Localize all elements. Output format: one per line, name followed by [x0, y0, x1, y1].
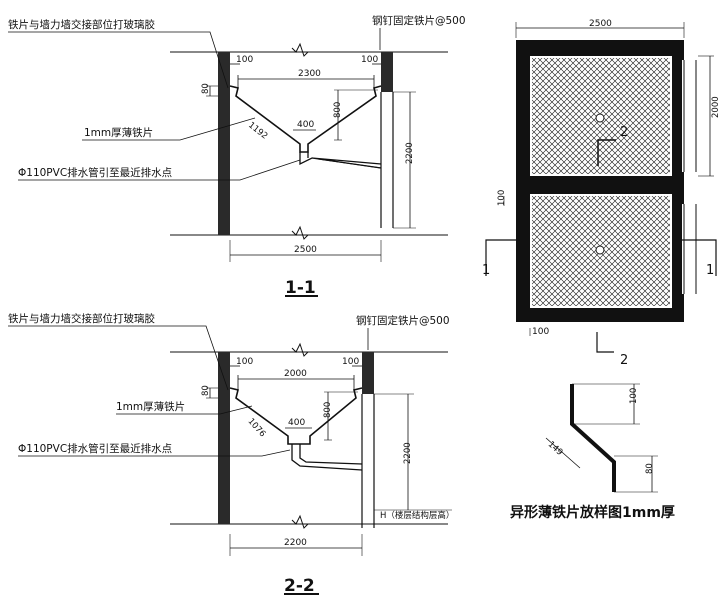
- note-pipe-2: Φ110PVC排水管引至最近排水点: [18, 442, 172, 455]
- cut-label-top: 2: [620, 125, 628, 140]
- section-title-1-1: 1-1: [285, 278, 316, 298]
- detail-sheet: [545, 383, 658, 493]
- note-pipe-1: Φ110PVC排水管引至最近排水点: [18, 166, 172, 179]
- right-wall-2: [362, 352, 374, 394]
- right-wall: [381, 52, 393, 92]
- drain-pipe: [299, 152, 382, 169]
- note-sheet-1: 1mm厚薄铁片: [84, 126, 153, 139]
- dim-400-2: 400: [288, 418, 305, 428]
- dim-slope-1: 1192: [246, 120, 269, 141]
- dim-80-1: 80: [201, 83, 211, 94]
- dim-bottom-width-2: 2200: [284, 538, 307, 548]
- cut-label-bottom: 2: [620, 353, 628, 368]
- dim-top-width-1: 2300: [298, 69, 321, 79]
- funnel-sheet-2: [229, 387, 363, 445]
- dim-height-2: 2200: [403, 442, 413, 464]
- plan-dim-bottom: 100: [532, 327, 549, 337]
- plan-view: [485, 22, 717, 353]
- section-title-2-2: 2-2: [284, 576, 315, 596]
- section-2-2: [8, 325, 452, 595]
- dim-100-left-1: 100: [236, 55, 253, 65]
- note-joint-1: 铁片与墙力墙交接部位打玻璃胶: [8, 18, 155, 31]
- detail-dim-slope: 149: [546, 440, 565, 458]
- plan-dim-gap: 100: [497, 190, 507, 206]
- dim-100-right-2: 100: [342, 357, 359, 367]
- dim-400-1: 400: [297, 120, 314, 130]
- dim-100-right-1: 100: [361, 55, 378, 65]
- cut-label-right: 1: [706, 263, 714, 278]
- plan-dim-width: 2500: [589, 19, 612, 29]
- drain-point-upper: [595, 113, 605, 123]
- dim-bottom-width-1: 2500: [294, 245, 317, 255]
- note-nail-1: 钢钉固定铁片@500: [372, 14, 466, 27]
- detail-dim-bottom: 80: [645, 463, 655, 474]
- dim-800-1: 800: [333, 102, 343, 118]
- left-wall-2: [218, 352, 230, 524]
- level-note-2: H（楼层结构层高）: [380, 510, 454, 521]
- detail-caption: 异形薄铁片放样图1mm厚: [510, 504, 675, 521]
- dim-top-width-2: 2000: [284, 369, 307, 379]
- left-wall: [218, 52, 230, 235]
- dim-800-2: 800: [323, 402, 333, 418]
- dim-height-1: 2200: [405, 142, 415, 164]
- note-joint-2: 铁片与墙力墙交接部位打玻璃胶: [8, 312, 155, 325]
- plan-dim-height: 2000: [711, 96, 720, 118]
- section-1-1: [8, 28, 448, 297]
- note-sheet-2: 1mm厚薄铁片: [116, 400, 185, 413]
- dim-100-left-2: 100: [236, 357, 253, 367]
- detail-sheet-shape: [570, 384, 616, 492]
- note-nail-2: 钢钉固定铁片@500: [356, 314, 450, 327]
- drain-pipe-2: [291, 444, 363, 471]
- dim-80-2: 80: [201, 385, 211, 396]
- cut-label-left: 1: [482, 263, 490, 278]
- funnel-sheet: [229, 85, 382, 153]
- dim-slope-2: 1076: [245, 417, 267, 440]
- drain-point-lower: [595, 245, 605, 255]
- detail-dim-top: 100: [629, 388, 639, 404]
